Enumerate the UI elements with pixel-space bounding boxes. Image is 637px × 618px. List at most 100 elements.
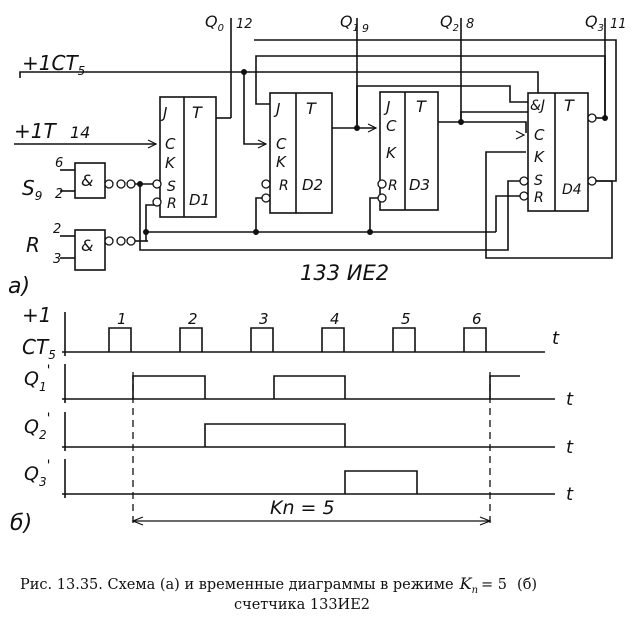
q3-pin: 11 (610, 17, 627, 32)
caption: Рис. 13.35. Схема (а) и временные диагра… (20, 574, 537, 613)
d2-clock-wire (243, 72, 266, 145)
clock-axis-t: t (552, 328, 560, 349)
d3-t: T (416, 97, 427, 116)
pulse-number: 5 (401, 310, 411, 328)
q-pulse (132, 375, 206, 399)
s9-pin-b: 2 (55, 187, 63, 202)
q-row-axis-t: t (566, 437, 574, 458)
d2-k: K (276, 153, 287, 171)
s9-junction (137, 181, 143, 187)
r-pin-b: 3 (53, 252, 61, 267)
clock-pulse (179, 327, 203, 352)
clock-pulse (250, 327, 274, 352)
q0-label: Q0 (205, 12, 224, 34)
t-input-pin: 14 (70, 123, 90, 142)
caption-line-1: Рис. 13.35. Схема (а) и временные диагра… (20, 574, 537, 596)
r-nand-gate (74, 229, 106, 271)
d3-c: C (386, 117, 397, 135)
q1-to-d4-j (356, 85, 528, 128)
pulse-number: 6 (472, 310, 482, 328)
clock-pulse (463, 327, 487, 352)
d1-t: T (192, 103, 203, 122)
q3-label: Q3 (585, 12, 604, 34)
d1-j: J (160, 104, 167, 122)
clock-pulse (321, 327, 345, 352)
d3-name: D3 (409, 176, 430, 194)
d4-name: D4 (562, 182, 582, 198)
q1-label: Q1 (340, 12, 359, 34)
part-a-label: а) (8, 274, 30, 299)
flipflop-d3 (379, 91, 439, 211)
d3-j: J (383, 98, 390, 116)
q2-to-d4-j (460, 111, 528, 122)
t-input-label: +1T (14, 119, 57, 143)
clock-pulse (108, 327, 132, 352)
flipflop-d4 (527, 92, 589, 212)
d4-t: T (564, 96, 575, 115)
q-row-label: Q1' (24, 363, 50, 394)
d4-clock-wire (438, 121, 527, 133)
q2-label: Q2 (440, 12, 459, 34)
d4-r: R (534, 190, 544, 206)
q-pulse (273, 375, 346, 399)
pulse-number: 4 (330, 310, 340, 328)
q-row-label: Q2' (24, 411, 50, 442)
d2-c: C (276, 135, 287, 153)
d3-clock-arrow (367, 123, 378, 133)
d2-t: T (306, 99, 317, 118)
chip-label: 133 ИЕ2 (300, 261, 389, 285)
d2-clock-arrow (257, 139, 268, 149)
d3-r-bubble-2 (377, 193, 387, 203)
d1-r: R (167, 196, 177, 212)
r-input-label: R (26, 233, 40, 257)
d2-name: D2 (302, 176, 323, 194)
q-rows: Q1'tQ2'tQ3't (24, 363, 574, 505)
d1-s: S (167, 179, 176, 195)
ct5-wire (19, 71, 539, 102)
s9-gate-bubble (104, 179, 114, 189)
clock-pulse (392, 327, 416, 352)
s9-pin-a: 6 (55, 156, 63, 171)
q-pulse-tail (489, 375, 520, 399)
d4-qbar-bubble (587, 176, 597, 186)
s9-nand-gate (74, 162, 106, 199)
d1-name: D1 (189, 191, 210, 209)
r-pin-a: 2 (53, 222, 61, 237)
d4-j: &J (530, 98, 545, 114)
s9-inv-bubble-in (116, 179, 126, 189)
q-row-axis-t: t (566, 484, 574, 505)
d4-k: K (534, 148, 545, 166)
d2-r: R (279, 178, 289, 194)
d2-j: J (273, 100, 280, 118)
clock-pulses (108, 327, 487, 352)
pulse-number: 3 (259, 310, 269, 328)
kn-arrow-right (479, 516, 492, 526)
r-inv-bubble-out (126, 236, 136, 246)
d2-r-bubble-2 (261, 193, 271, 203)
r-to-d1 (145, 204, 156, 241)
d4-s-bubble (519, 176, 529, 186)
s9-input-label: S9 (22, 176, 42, 203)
d1-r-bubble (152, 197, 162, 207)
s9-gate-symbol: & (81, 171, 93, 190)
r-gate-bubble (104, 236, 114, 246)
schematic: Q0 12 Q1 9 Q2 8 Q3 11 +1CT5 +1T 14 S9 6 … (8, 12, 627, 299)
pulse-number: 1 (117, 310, 127, 328)
d1-c: C (165, 135, 176, 153)
clock-label-top: +1 (22, 303, 51, 327)
d4-clock-arrow (515, 130, 526, 140)
caption-line-2: счетчика 133ИЕ2 (234, 597, 370, 613)
r-junction-2 (253, 229, 259, 235)
r-junction-1 (143, 229, 149, 235)
q-pulse (204, 423, 346, 447)
s9-bus (139, 180, 523, 251)
q1-pin: 9 (362, 22, 369, 35)
d3-k: K (386, 144, 397, 162)
q-pulse (344, 470, 418, 494)
d3-r-bubble (377, 179, 387, 189)
d4-r-bubble (519, 191, 529, 201)
d3-r: R (388, 178, 398, 194)
